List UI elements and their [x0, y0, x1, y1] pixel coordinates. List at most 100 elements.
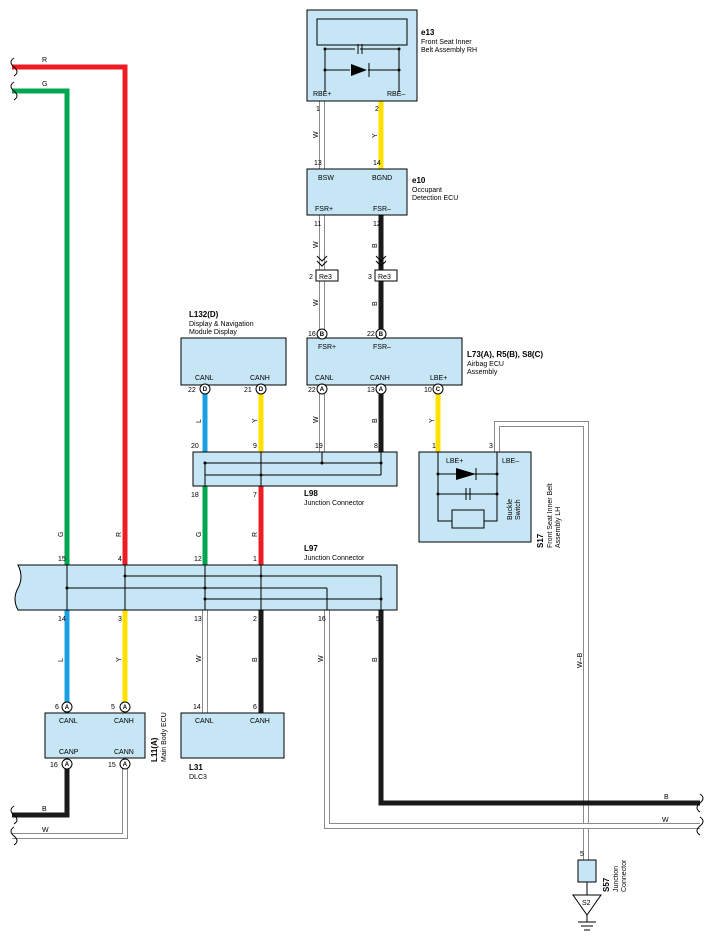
- svg-text:C: C: [436, 387, 441, 393]
- pin-s17-1: 1: [432, 443, 436, 450]
- e10-name-l1: Occupant: [412, 187, 442, 194]
- l73-name-l2: Assembly: [467, 369, 498, 376]
- pin-l98-8: 8: [374, 443, 378, 450]
- s17-name-l2: Assembly LH: [555, 507, 562, 548]
- connector-circles: B B A A C D D A A A A: [61, 328, 444, 770]
- wire-label-b-l31: B: [252, 657, 259, 662]
- pin-l97-5: 5: [376, 616, 380, 623]
- re3-pin-3: 3: [368, 274, 372, 281]
- l97-id: L97: [304, 544, 318, 553]
- e13-pin-rbe-plus-label: RBE+: [313, 91, 331, 98]
- l11-pin-canh-label: CANH: [114, 718, 134, 725]
- s57-name-l2: Connector: [621, 859, 628, 892]
- svg-text:A: A: [123, 762, 128, 768]
- pin-l98-7: 7: [253, 492, 257, 499]
- component-s17: LBE+ LBE– Buckle Switch S17 Front Seat I…: [418, 451, 562, 548]
- wire-label-b-l73: B: [372, 418, 379, 423]
- s17-name-l1: Front Seat Inner Belt: [547, 483, 554, 548]
- l132-name-l1: Display & Navigation: [189, 321, 254, 328]
- s17-id: S17: [536, 533, 545, 548]
- wire-label-g-l98: G: [196, 532, 203, 537]
- wire-label-w-re3: W: [313, 299, 320, 306]
- l73-pin-canl-label: CANL: [315, 375, 334, 382]
- pin-l11-16: 16: [50, 762, 58, 769]
- pin-l73-16: 16: [308, 331, 316, 338]
- pin-l132-21: 21: [244, 387, 252, 394]
- pin-l132-22: 22: [188, 387, 196, 394]
- svg-text:D: D: [203, 387, 208, 393]
- wire-label-w-bottom: W: [662, 817, 669, 824]
- component-l73: FSR+ FSR– CANL CANH LBE+ L73(A), R5(B), …: [306, 337, 543, 386]
- wire-label-l-l11: L: [58, 658, 65, 662]
- wire-b-l97-right: [378, 610, 700, 806]
- component-l132: CANL CANH L132(D) Display & Navigation M…: [180, 310, 287, 386]
- e13-name-l2: Belt Assembly RH: [421, 47, 477, 54]
- s57-name-l1: Junction: [613, 866, 620, 892]
- re3-pin-2: 2: [309, 274, 313, 281]
- ground-label: S2: [582, 900, 591, 907]
- wire-label-g-vert: G: [58, 532, 65, 537]
- re3-label-2: Re3: [378, 274, 391, 281]
- svg-text:A: A: [65, 762, 70, 768]
- pin-l31-14: 14: [193, 704, 201, 711]
- pin-l11-6: 6: [55, 704, 59, 711]
- e13-name-l1: Front Seat Inner: [421, 39, 472, 46]
- conn-l11-16-a: A: [61, 758, 73, 770]
- conn-l73-22-a: A: [316, 383, 328, 395]
- svg-text:B: B: [320, 332, 325, 338]
- pin-s57-5: 5: [580, 851, 584, 858]
- pin-e10-14: 14: [373, 160, 381, 167]
- conn-l73-22-b: B: [375, 328, 387, 340]
- s17-switch-l1: Buckle: [507, 499, 514, 520]
- wire-b-l11-left: [12, 760, 70, 818]
- wire-label-y-l132: Y: [252, 418, 259, 423]
- connector-re3: Re3 Re3 2 3: [309, 255, 398, 282]
- l11-pin-canl-label: CANL: [59, 718, 78, 725]
- wire-label-y-l11: Y: [116, 657, 123, 662]
- e10-pin-bgnd-label: BGND: [372, 175, 392, 182]
- pin-l97-1: 1: [253, 556, 257, 563]
- pin-l97-16: 16: [318, 616, 326, 623]
- pin-l73-22b: 22: [367, 331, 375, 338]
- l132-name-l2: Module Display: [189, 329, 237, 336]
- l98-name: Junction Connector: [304, 500, 365, 507]
- e13-pin-rbe-minus-label: RBE–: [387, 91, 405, 98]
- l132-id: L132(D): [189, 310, 219, 319]
- pin-l98-18: 18: [191, 492, 199, 499]
- pin-l73-13: 13: [367, 387, 375, 394]
- component-l11: CANL CANH CANP CANN L11(A) Main Body ECU: [44, 712, 168, 762]
- pin-l31-6: 6: [253, 704, 257, 711]
- l132-pin-canh-label: CANH: [250, 375, 270, 382]
- s17-pin-lbe-plus-label: LBE+: [446, 458, 463, 465]
- wire-label-y-s17: Y: [429, 418, 436, 423]
- l31-id: L31: [189, 763, 203, 772]
- wire-label-b-e10: B: [372, 243, 379, 248]
- conn-l11-6-a: A: [61, 701, 73, 713]
- pin-l98-19: 19: [315, 443, 323, 450]
- s17-switch-l2: Switch: [515, 499, 522, 520]
- wire-label-w-right: W: [318, 655, 325, 662]
- l73-pin-lbe-label: LBE+: [430, 375, 447, 382]
- l73-id: L73(A), R5(B), S8(C): [467, 350, 543, 359]
- pin-l73-22: 22: [308, 387, 316, 394]
- re3-label-1: Re3: [319, 274, 332, 281]
- l97-name: Junction Connector: [304, 555, 365, 562]
- e10-pin-fsr-minus-label: FSR–: [373, 206, 391, 213]
- component-e10: BSW BGND FSR+ FSR– e10 Occupant Detectio…: [306, 168, 458, 216]
- wire-label-w-l73: W: [313, 416, 320, 423]
- wire-label-g-top: G: [42, 81, 47, 88]
- wire-r-left: [12, 64, 128, 565]
- pin-l97-14: 14: [58, 616, 66, 623]
- e10-pin-bsw-label: BSW: [318, 175, 334, 182]
- conn-l132-22-d: D: [199, 383, 211, 395]
- pin-s17-3: 3: [489, 443, 493, 450]
- l98-id: L98: [304, 489, 318, 498]
- conn-l73-16-b: B: [316, 328, 328, 340]
- pin-l97-12: 12: [194, 556, 202, 563]
- conn-l132-21-d: D: [255, 383, 267, 395]
- l11-name: Main Body ECU: [161, 712, 168, 762]
- l31-name: DLC3: [189, 774, 207, 781]
- e10-id: e10: [412, 176, 426, 185]
- wire-label-b-re3: B: [372, 301, 379, 306]
